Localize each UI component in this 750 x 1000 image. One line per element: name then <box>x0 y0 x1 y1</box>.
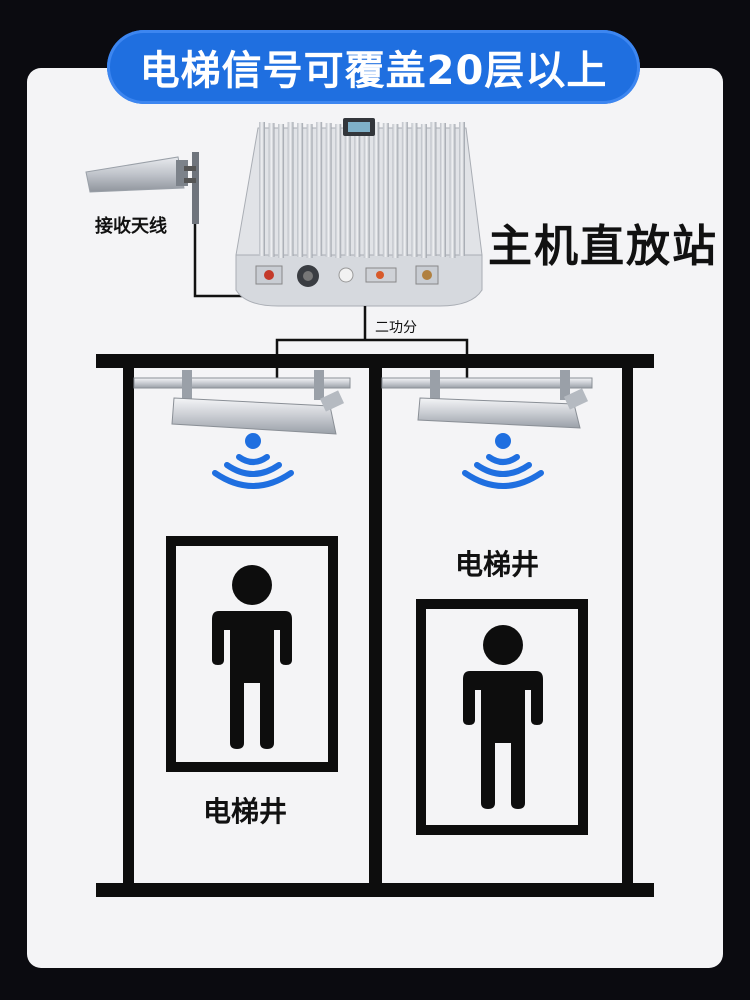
heatsink-fin <box>392 124 399 258</box>
repeater-unit-icon <box>235 118 483 307</box>
heatsink-fin <box>259 122 265 256</box>
heatsink-fin <box>439 123 446 257</box>
heatsink-fin <box>449 124 456 258</box>
heatsink-fin <box>287 122 294 256</box>
heatsink-fin <box>363 124 370 258</box>
shaft-label-right: 电梯井 <box>455 548 540 581</box>
left-rail <box>133 377 351 389</box>
panel-antenna-icon <box>85 152 199 224</box>
host-repeater-label: 主机直放站 <box>488 221 718 272</box>
ceiling-antenna-icon <box>171 370 345 435</box>
right-rail <box>381 377 593 389</box>
heatsink-fin <box>306 124 313 258</box>
heatsink-fin <box>411 123 418 257</box>
ceiling-antenna-icon <box>417 370 589 429</box>
person-icon <box>212 565 292 749</box>
heatsink-fin <box>420 124 427 258</box>
wifi-signal-icon <box>212 433 294 489</box>
splitter-label: 二功分 <box>375 320 417 336</box>
elevator-shaft-frame <box>96 354 654 897</box>
banner-title: 电梯信号可覆盖20层以上 <box>107 30 640 104</box>
shaft-label-left: 电梯井 <box>203 795 288 828</box>
heatsink-fin <box>344 122 351 256</box>
elevator-car-right <box>416 599 588 835</box>
person-icon <box>463 625 543 809</box>
heatsink-fin <box>401 122 408 256</box>
heatsink-fin <box>297 123 304 257</box>
heatsink-fin <box>335 124 342 258</box>
heatsink-fin <box>459 122 465 256</box>
heatsink-fin <box>268 123 275 257</box>
elevator-car-left <box>166 536 338 772</box>
heatsink-fin <box>278 124 285 258</box>
antenna-label: 接收天线 <box>95 216 167 237</box>
heatsink-fin <box>373 122 380 256</box>
heatsink-fin <box>430 122 437 256</box>
heatsink-fin <box>325 123 332 257</box>
antenna-cable <box>193 224 243 298</box>
heatsink-fin <box>382 123 389 257</box>
wifi-signal-icon <box>462 433 544 489</box>
heatsink-fin <box>354 123 361 257</box>
heatsink-fin <box>316 122 323 256</box>
